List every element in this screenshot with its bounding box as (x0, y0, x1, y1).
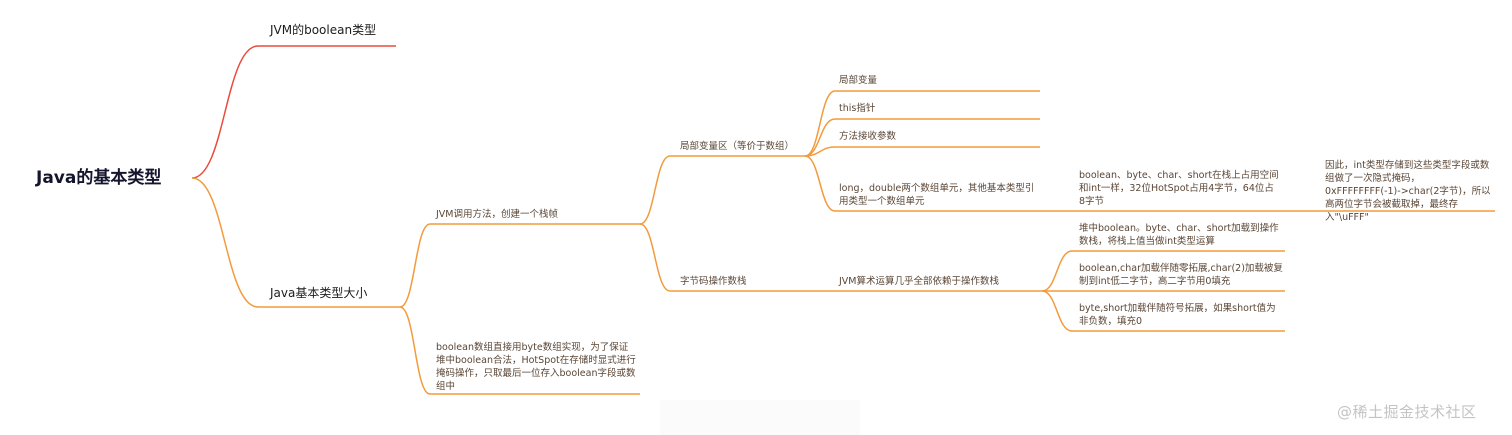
node-this-pointer[interactable]: this指针 (839, 103, 876, 114)
node-bytecode-operand-stack[interactable]: 字节码操作数栈 (680, 276, 747, 287)
node-local-variable[interactable]: 局部变量 (839, 75, 878, 86)
branch-jvm-boolean[interactable]: JVM的boolean类型 (270, 23, 377, 37)
node-boolean-array[interactable]: boolean数组直接用byte数组实现，为了保证堆中boolean合法，Hot… (436, 342, 636, 392)
faint-background-panel (660, 400, 860, 435)
branch-java-type-size[interactable]: Java基本类型大小 (270, 286, 368, 300)
watermark-text: @稀土掘金技术社区 (1337, 403, 1477, 421)
node-long-double-units[interactable]: long，double两个数组单元，其他基本类型引用类型一个数组单元 (839, 183, 1035, 207)
node-zero-extend[interactable]: boolean,char加载伴随零拓展,char(2)加载被复制到int低二字节… (1079, 263, 1283, 287)
node-sign-extend[interactable]: byte,short加载伴随符号拓展，如果short值为非负数，填充0 (1079, 303, 1276, 327)
node-jvm-arithmetic[interactable]: JVM算术运算几乎全部依赖于操作数栈 (839, 276, 999, 287)
root-node[interactable]: Java的基本类型 (36, 168, 162, 188)
node-local-variable-area[interactable]: 局部变量区（等价于数组） (680, 141, 795, 152)
node-jvm-call-method[interactable]: JVM调用方法，创建一个栈帧 (436, 209, 558, 220)
node-heap-boolean-load[interactable]: 堆中boolean。byte、char、short加载到操作数栈，将栈上值当做i… (1079, 223, 1279, 247)
node-boolean-byte-stack-space[interactable]: boolean、byte、char、short在栈上占用空间和int一样，32位… (1079, 170, 1279, 207)
node-implicit-mask[interactable]: 因此，int类型存储到这些类型字段或数组做了一次隐式掩码，0xFFFFFFFF(… (1325, 160, 1491, 223)
node-method-params[interactable]: 方法接收参数 (839, 131, 897, 142)
